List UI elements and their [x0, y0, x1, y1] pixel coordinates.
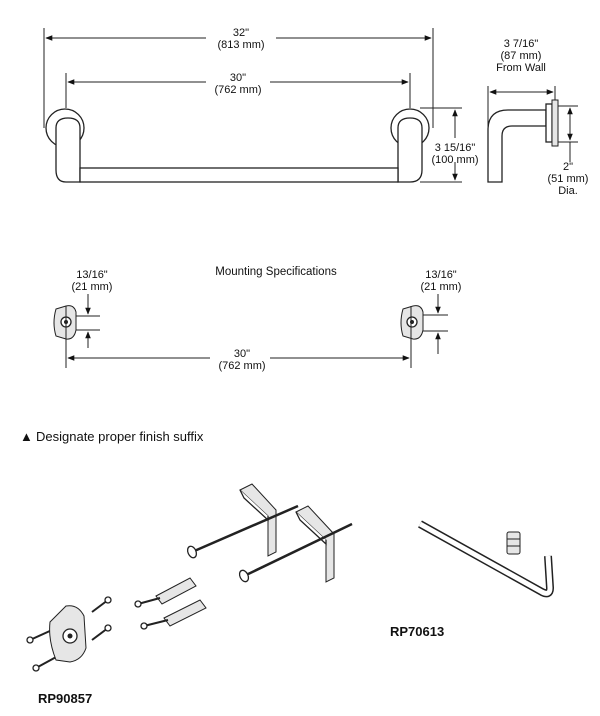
wall-anchor-icon	[140, 599, 207, 630]
angle-bracket-icon	[295, 505, 335, 583]
towel-bar-front-view	[43, 28, 462, 183]
overall-length-dimension: 32" (813 mm)	[45, 27, 432, 51]
screw-icon	[32, 655, 59, 672]
right-mount-offset-dimension: 13/16" (21 mm)	[420, 269, 461, 354]
towel-bar-side-view	[487, 86, 578, 183]
set-screw-icon	[506, 531, 521, 555]
finish-note-text: Designate proper finish suffix	[36, 429, 204, 444]
screw-icon	[91, 596, 112, 613]
left-mount-offset-dimension: 13/16" (21 mm)	[70, 269, 112, 348]
hardware-kit-rp90857: RP90857	[26, 483, 353, 706]
part-number-rp70613: RP70613	[390, 624, 444, 639]
part-number-rp90857: RP90857	[38, 691, 92, 706]
right-offset-mm-label: (21 mm)	[421, 281, 462, 293]
hardware-kit-rp70613: RP70613	[390, 520, 554, 639]
overall-length-label: 32"	[233, 27, 249, 39]
height-dimension: 3 15/16" (100 mm)	[431, 109, 479, 181]
screw-icon	[91, 624, 112, 641]
diameter-mm-label: (51 mm)	[548, 173, 589, 185]
right-mounting-bracket	[400, 305, 424, 368]
diameter-note: Dia.	[558, 185, 578, 197]
projection-note: From Wall	[496, 62, 546, 74]
mounting-title: Mounting Specifications	[215, 266, 337, 278]
wall-anchor-icon	[134, 577, 197, 608]
diameter-label: 2"	[563, 161, 573, 173]
triangle-icon: ▲	[20, 429, 33, 444]
height-mm-label: (100 mm)	[431, 154, 478, 166]
projection-label: 3 7/16"	[504, 38, 539, 50]
center-length-label: 30"	[230, 72, 246, 84]
center-length-dimension: 30" (762 mm)	[67, 72, 409, 96]
mounting-spacing-dimension: 30" (762 mm)	[67, 348, 410, 372]
left-offset-mm-label: (21 mm)	[72, 281, 113, 293]
height-label: 3 15/16"	[435, 142, 476, 154]
center-length-mm-label: (762 mm)	[214, 84, 261, 96]
left-offset-label: 13/16"	[76, 269, 108, 281]
diameter-dimension: 2" (51 mm) Dia.	[548, 107, 589, 197]
angle-bracket-icon	[239, 483, 277, 557]
spacing-mm-label: (762 mm)	[218, 360, 265, 372]
right-offset-label: 13/16"	[425, 269, 457, 281]
long-bolt-icon	[186, 504, 299, 559]
screw-icon	[26, 629, 53, 644]
mounting-plate-icon	[49, 605, 87, 663]
spacing-label: 30"	[234, 348, 250, 360]
long-bolt-icon	[238, 522, 353, 583]
finish-note: ▲ Designate proper finish suffix	[20, 429, 204, 444]
projection-mm-label: (87 mm)	[501, 50, 542, 62]
overall-length-mm-label: (813 mm)	[217, 39, 264, 51]
projection-dimension: 3 7/16" (87 mm) From Wall	[489, 38, 554, 95]
hex-key-icon	[418, 520, 554, 598]
left-mounting-bracket	[53, 305, 77, 368]
